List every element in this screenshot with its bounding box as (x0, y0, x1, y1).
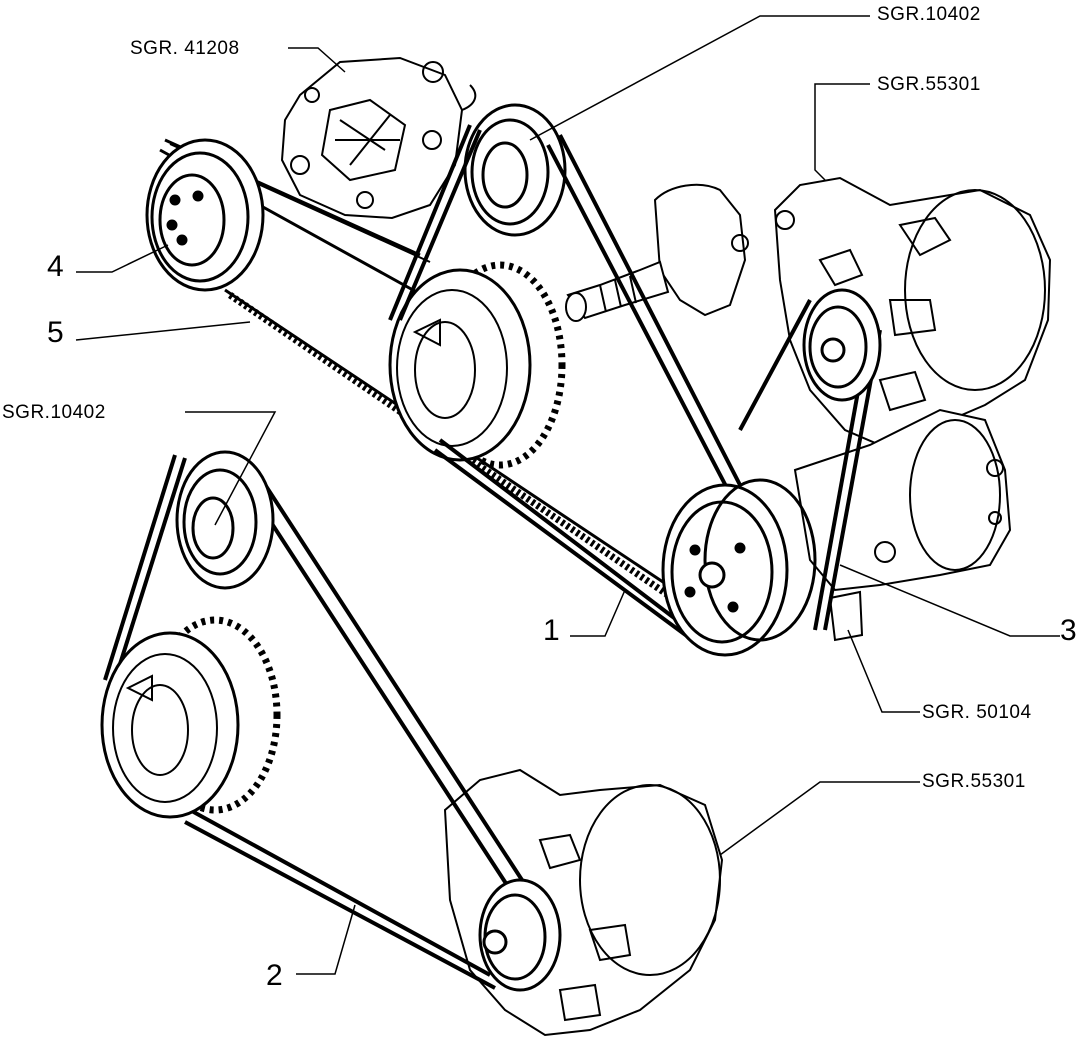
callout-1: 1 (543, 614, 560, 647)
tensioner-pulley-upper (463, 103, 567, 237)
crankshaft-stub (565, 183, 749, 322)
water-pump (280, 56, 477, 220)
callout-2: 2 (266, 959, 283, 992)
crank-pulley-lower (100, 616, 281, 819)
crankshaft-pulley (661, 478, 817, 657)
crank-pulley-upper (388, 261, 566, 469)
label-sgr-55301-top: SGR.55301 (877, 74, 981, 95)
starter-motor (793, 408, 1012, 642)
leader-lines (75, 15, 1060, 975)
belt-1 (388, 124, 742, 644)
pulley-4 (145, 138, 265, 292)
alternator-pulley-upper (802, 288, 882, 402)
label-sgr-10402-left: SGR.10402 (2, 402, 106, 423)
label-sgr-41208: SGR. 41208 (130, 38, 240, 59)
alternator-pulley-lower (478, 878, 562, 992)
callout-5: 5 (47, 316, 64, 349)
tensioner-pulley-lower (175, 450, 275, 590)
callout-3: 3 (1060, 614, 1077, 647)
label-sgr-50104: SGR. 50104 (922, 702, 1032, 723)
label-sgr-55301-bottom: SGR.55301 (922, 771, 1026, 792)
label-sgr-10402-top: SGR.10402 (877, 4, 981, 25)
callout-4: 4 (47, 250, 64, 283)
belt-2 (103, 454, 537, 990)
